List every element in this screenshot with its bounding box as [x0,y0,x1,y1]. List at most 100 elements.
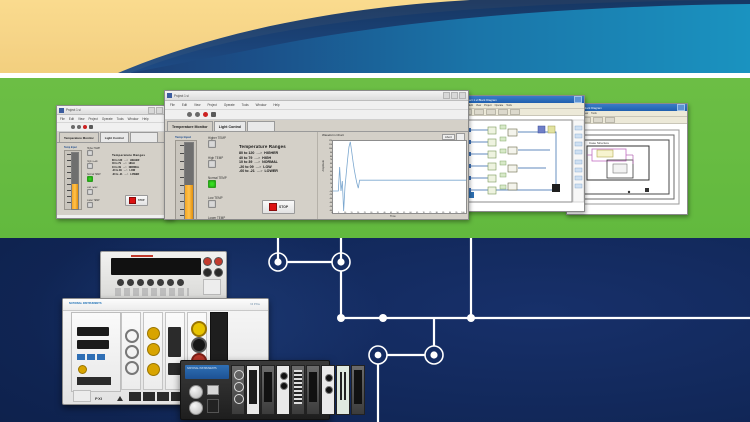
temp-slider-bar[interactable] [184,142,194,219]
range-higher-value: 80 to 120 [239,151,255,155]
toolbar-pause-icon[interactable] [211,112,216,117]
toolbar-abort-icon[interactable] [203,112,208,117]
back-range-row: 10 to 39 ---> NORMAL [112,166,145,169]
back-slider-bar[interactable] [71,152,79,210]
bd2-menu-view[interactable]: View [582,112,589,115]
range-row-high: 40 to 79 ---> HIGH [239,156,286,161]
menubar-edit[interactable]: Edit [181,102,188,108]
bd1-clean-icon[interactable] [510,109,520,115]
dmm-button-row[interactable] [117,279,184,286]
bd2-step-icon[interactable] [593,117,603,123]
menu-edit[interactable]: Edit [68,116,75,121]
cdaq-module-row [231,365,365,415]
back-stop-button[interactable]: STOP [125,195,149,206]
menubar-help[interactable]: Help [273,102,280,108]
dmm-label-strip [115,288,189,296]
bd1-window-controls[interactable] [574,96,582,103]
bd1-highlight-icon[interactable] [474,109,484,115]
bd1-toolbar[interactable] [460,109,584,116]
menubar-file[interactable]: File [170,102,175,108]
pxi-model-label: NI PXIe [250,302,260,306]
back-temp-slider[interactable]: Temp Input [64,146,82,210]
range-normal-value: 10 to 39 [239,160,253,165]
bd2-toolbar[interactable] [567,117,687,124]
bd2-window-controls[interactable] [677,104,685,111]
menubar-operate[interactable]: Operate [223,102,235,108]
menu-tools[interactable]: Tools [116,116,124,121]
menubar-view[interactable]: View [194,102,201,108]
toolbar-run-icon[interactable] [187,112,192,117]
stop-button[interactable]: STOP [262,200,296,214]
labview-app-icon [167,93,172,98]
cdaq-module [291,365,305,415]
temp-slider-track[interactable] [175,140,197,219]
bd2-canvas[interactable]: Case Structure [567,124,687,212]
toolbar-run-continuous-icon[interactable] [195,112,200,117]
back-tab-light-control[interactable]: Light Control [99,132,129,142]
range-low-arrow: ---> [255,164,262,169]
bd1-menu-tools[interactable]: Tools [506,104,512,107]
range-low-value: -20 to 09 [239,164,254,169]
back-window-toolbar[interactable] [57,123,173,132]
back-slider-track[interactable] [64,150,82,210]
tab-row[interactable]: Temperature Monitor Light Control [165,120,468,132]
window-toolbar[interactable] [165,110,468,120]
menubar-window[interactable]: Window [255,102,267,108]
back-led-high-indicator [87,163,93,169]
led-low-temp-label: Low TEMP [208,195,223,201]
led-normal-temp-indicator [208,180,216,188]
menu-file[interactable]: File [60,116,65,121]
menu-view[interactable]: View [78,116,85,121]
window-controls[interactable] [443,92,466,99]
bd1-menu-project[interactable]: Project [484,104,492,107]
back-led-high: High TEMP [87,161,101,169]
block-diagram-window-1[interactable]: Project 1.vi Block Diagram File Edit Vie… [459,95,585,212]
labview-front-panel-window[interactable]: Project 1.vi File Edit View Project Oper… [164,90,469,220]
bd2-probe-icon[interactable] [605,117,615,123]
chart-y-tick: 70 [329,159,332,162]
temp-input-slider[interactable]: Temp Input [175,135,197,219]
range-normal-state: NORMAL [262,160,278,165]
pause-icon[interactable] [89,125,93,129]
menubar-tools[interactable]: Tools [241,102,249,108]
chart-line-graphic [333,141,466,212]
back-range-row: 80 to 120 ---> HIGHER [112,159,145,162]
tab-temperature-monitor[interactable]: Temperature Monitor [167,121,213,131]
labview-window-back[interactable]: Project 1.vi File Edit View Project Oper… [56,105,174,219]
network-node-dot [374,351,382,359]
bd1-canvas[interactable] [460,116,584,208]
back-tab-temperature-monitor[interactable]: Temperature Monitor [59,132,99,142]
run-continuous-icon[interactable] [77,125,81,129]
menu-project[interactable]: Project [88,116,98,121]
led-high-temp-indicator [208,160,216,168]
back-window-tabrow[interactable]: Temperature Monitor Light Control [57,132,173,143]
back-window-menubar[interactable]: File Edit View Project Operate Tools Win… [57,115,173,123]
bd2-menu-tools[interactable]: Tools [591,112,597,115]
chart-x-tick: 75 [429,212,432,214]
chart-x-tick: 60 [409,212,412,214]
cdaq-chassis: NATIONAL INSTRUMENTS [180,360,365,420]
range-row-higher: 80 to 120 ---> HIGHER [239,151,286,156]
bd1-menu-view[interactable]: View [475,104,482,107]
bd1-step-into-icon[interactable] [486,109,496,115]
abort-icon[interactable] [83,125,87,129]
chart-xlabel: Time [390,215,396,218]
chart-y-tick: -50 [329,206,332,209]
cdaq-knob-2[interactable] [189,401,203,415]
abort-button[interactable]: Abort [441,134,455,140]
bd1-step-over-icon[interactable] [498,109,508,115]
window-menubar[interactable]: File Edit View Project Operate Tools Win… [165,101,468,110]
bd1-menu-edit[interactable]: Edit [468,104,473,107]
menu-operate[interactable]: Operate [101,116,113,121]
menu-window[interactable]: Window [127,116,139,121]
led-column: Higher TEMP High TEMP Normal TEMP Low TE… [208,136,227,219]
menu-help[interactable]: Help [142,116,149,121]
tab-light-control[interactable]: Light Control [213,121,247,131]
pxi-power-button[interactable] [73,390,91,402]
bd1-menu-operate[interactable]: Operate [494,104,504,107]
run-icon[interactable] [71,125,75,129]
menubar-project[interactable]: Project [207,102,217,108]
cdaq-knob-1[interactable] [189,385,203,399]
labview-icon [59,107,64,113]
